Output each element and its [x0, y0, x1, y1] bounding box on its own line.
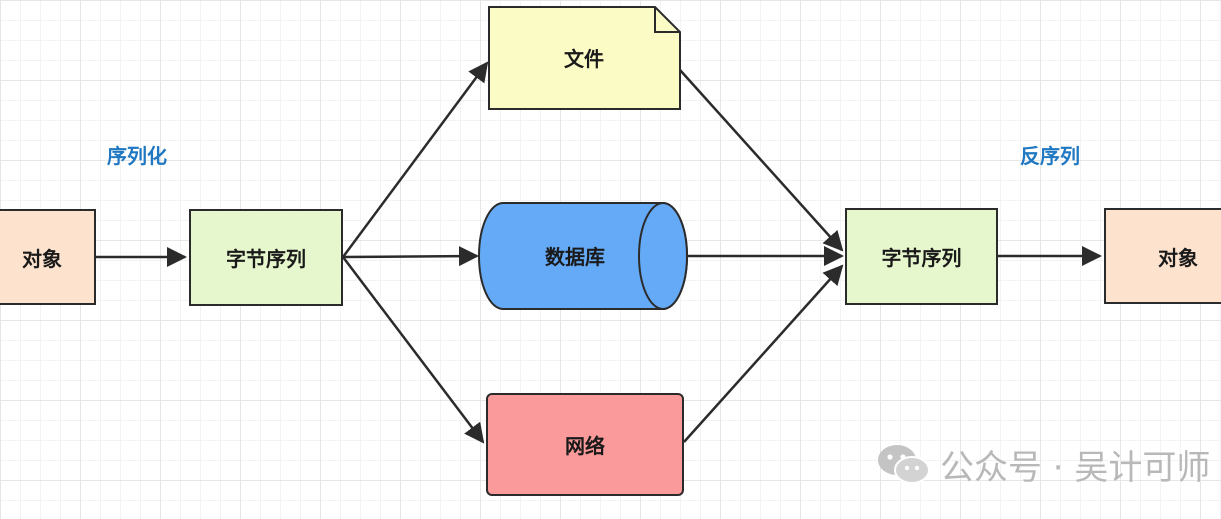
object-node-left-label: 对象 — [22, 246, 62, 271]
edge-bytes-to-file — [341, 61, 489, 258]
serialize-label: 序列化 — [107, 144, 167, 168]
byte-sequence-node-right-label: 字节序列 — [881, 246, 962, 270]
database-label: 数据库 — [545, 245, 605, 269]
wechat-icon — [878, 445, 930, 484]
network-node-label: 网络 — [565, 434, 605, 458]
database-node: 数据库 — [478, 202, 688, 310]
byte-sequence-node-right: 字节序列 — [845, 208, 998, 305]
edge-file-to-bytes — [679, 69, 844, 252]
network-node: 网络 — [486, 393, 684, 496]
watermark-text: 公众号 · 吴计可师 — [940, 447, 1211, 488]
object-node-left: 对象 — [0, 209, 96, 305]
edge-bytes-to-network — [342, 256, 485, 444]
edge-network-to-bytes — [683, 264, 844, 443]
byte-sequence-node-left-label: 字节序列 — [226, 247, 306, 271]
deserialize-label: 反序列 — [1020, 144, 1080, 168]
object-node-right-label: 对象 — [1158, 245, 1198, 270]
edge-bytes-to-database — [342, 246, 479, 267]
file-node: 文件 — [488, 6, 681, 110]
file-label: 文件 — [564, 47, 604, 71]
object-node-right: 对象 — [1104, 208, 1221, 304]
byte-sequence-node-left: 字节序列 — [189, 209, 343, 306]
watermark: 公众号 · 吴计可师 — [876, 440, 1210, 488]
